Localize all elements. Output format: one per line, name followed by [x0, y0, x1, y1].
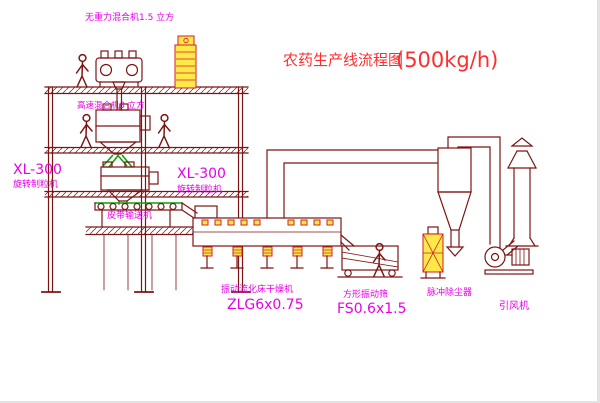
label-high-speed-mixer: 高速混合机3 立方 — [77, 100, 145, 111]
bucket-elevator — [174, 35, 197, 89]
label-belt-conveyor: 皮带输送机 — [107, 209, 152, 221]
label-dust-collector: 脉冲除尘器 — [427, 286, 472, 298]
label-dryer-model: ZLG6x0.75 — [227, 297, 304, 313]
label-sieve-model: FS0.6x1.5 — [337, 301, 407, 317]
label-granulator-center-model: XL-300 — [177, 166, 226, 182]
exhaust-stack — [505, 137, 539, 247]
drawing-title: 农药生产线流程图 — [283, 51, 403, 69]
label-granulator-left-name: 旋转制粒机 — [13, 178, 58, 190]
label-granulator-center-name: 旋转制粒机 — [177, 183, 222, 195]
induced-draft-fan — [484, 240, 534, 275]
fluid-bed-dryer — [192, 149, 438, 269]
rotary-granulator — [100, 161, 159, 205]
label-top-mixer: 无重力混合机1.5 立方 — [85, 11, 174, 23]
pulse-dust-collector — [420, 226, 446, 279]
label-induced-draft-fan: 引风机 — [499, 299, 529, 312]
worker-figure — [372, 242, 386, 277]
label-sieve-name: 方形振动筛 — [343, 288, 388, 300]
worker-figure — [79, 113, 93, 148]
worker-figure — [75, 53, 89, 88]
distribution-y-pipe — [102, 154, 133, 168]
drawing-capacity: (500kg/h) — [396, 48, 498, 72]
belt-conveyor — [94, 202, 198, 228]
label-dryer-name: 振动流化床干燥机 — [221, 283, 293, 295]
high-speed-mixer — [95, 103, 151, 155]
cyclone-separator — [437, 136, 501, 257]
label-granulator-left-model: XL-300 — [13, 162, 62, 178]
gravity-free-mixer — [95, 50, 143, 111]
worker-figure — [157, 113, 171, 148]
vibrating-sieve — [337, 245, 403, 278]
